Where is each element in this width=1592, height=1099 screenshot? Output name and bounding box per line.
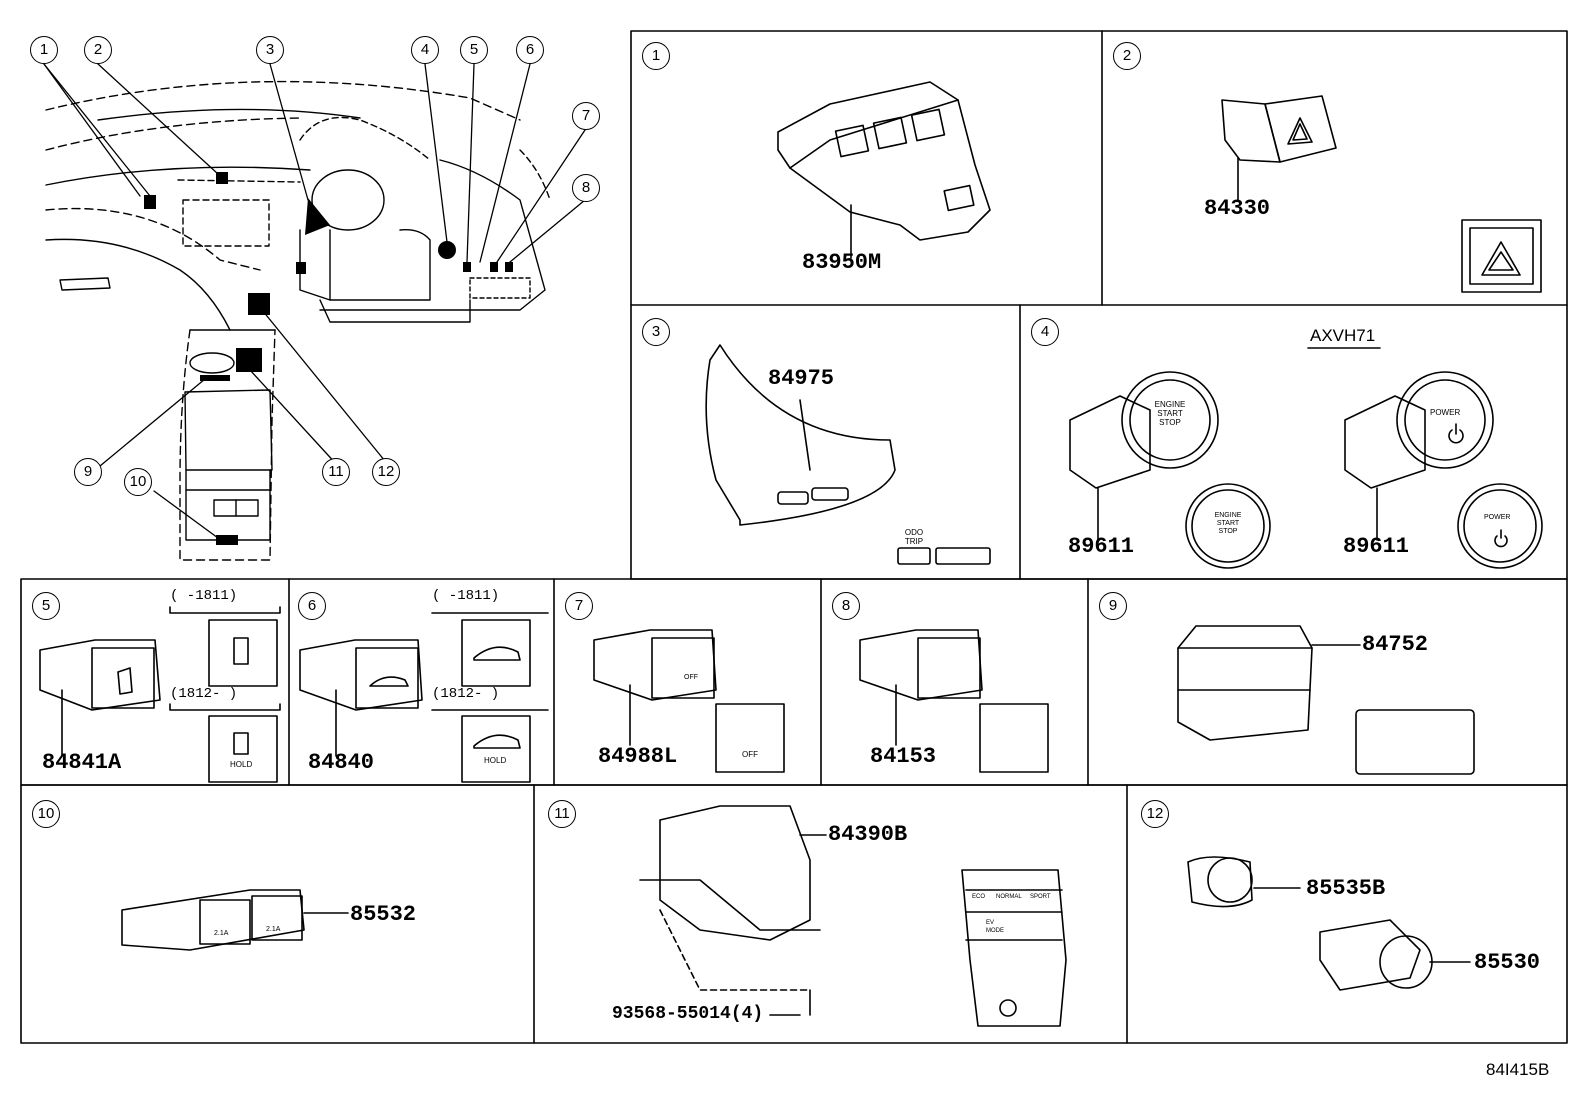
start-label: START — [1157, 409, 1183, 418]
panel-grid — [20, 30, 1568, 1044]
part-number-85532[interactable]: 85532 — [350, 902, 417, 927]
hazard-switch-art — [1221, 95, 1542, 293]
hold-label: HOLD — [230, 760, 253, 769]
part-number-85535b[interactable]: 85535B — [1306, 876, 1386, 901]
amp-label-1: 2.1A — [214, 930, 229, 937]
range-before: ( -1811) — [170, 588, 238, 604]
panel-number: 3 — [642, 318, 670, 346]
part-number-84330[interactable]: 84330 — [1204, 196, 1271, 221]
part-number-84752[interactable]: 84752 — [1362, 632, 1429, 657]
fuel-switch-art — [39, 606, 281, 783]
bezel-84975-art — [705, 344, 991, 565]
part-number-89611-power[interactable]: 89611 — [1343, 534, 1410, 559]
trip-label: TRIP — [904, 537, 924, 546]
callout-11[interactable]: 11 — [322, 458, 350, 486]
overview-markers — [144, 172, 513, 545]
overview-leaders — [43, 63, 586, 539]
panel-number: 7 — [565, 592, 593, 620]
range-after: (1812- ) — [170, 686, 238, 702]
switch-housing-83950m-art — [777, 81, 991, 259]
eco-label: ECO — [972, 894, 986, 900]
callout-9[interactable]: 9 — [74, 458, 102, 486]
callout-3[interactable]: 3 — [256, 36, 284, 64]
engine-label: ENGINE — [1214, 512, 1242, 519]
dashboard-overview — [45, 80, 551, 561]
vsc-off-switch-art — [593, 629, 785, 773]
part-number-84975[interactable]: 84975 — [768, 366, 835, 391]
power-outlet-art — [1187, 856, 1471, 991]
part-number-84988l[interactable]: 84988L — [598, 744, 678, 769]
stop-label: STOP — [1159, 418, 1181, 427]
panel-number: 9 — [1099, 592, 1127, 620]
callout-8[interactable]: 8 — [572, 174, 600, 202]
range-after: (1812- ) — [432, 686, 500, 702]
usb-charger-art — [121, 889, 349, 951]
callout-1[interactable]: 1 — [30, 36, 58, 64]
start-button-89611-art — [1069, 347, 1543, 569]
model-code: AXVH71 — [1310, 326, 1376, 345]
part-number-84153[interactable]: 84153 — [870, 744, 937, 769]
range-before: ( -1811) — [432, 588, 500, 604]
odo-label: ODO — [904, 528, 924, 537]
diagram-code: 84I415B — [1486, 1060, 1550, 1079]
sport-label: SPORT — [1030, 894, 1051, 900]
start-label: START — [1216, 520, 1240, 527]
mode-label: MODE — [986, 928, 1004, 934]
panel-number: 1 — [642, 42, 670, 70]
seat-heater-switch-art — [1177, 625, 1475, 775]
stop-label: STOP — [1218, 528, 1238, 535]
off-label-button: OFF — [684, 674, 698, 681]
normal-label: NORMAL — [996, 894, 1022, 900]
off-label-face: OFF — [742, 750, 758, 759]
headlamp-leveling-switch-art — [859, 629, 1049, 773]
panel-number: 4 — [1031, 318, 1059, 346]
odo-trip-label: ODO TRIP — [898, 528, 930, 546]
ev-label: EV — [986, 920, 995, 926]
part-number-85530[interactable]: 85530 — [1474, 950, 1541, 975]
engine-label: ENGINE — [1154, 400, 1186, 409]
part-number-83950m[interactable]: 83950M — [802, 250, 882, 275]
panel-number: 11 — [548, 800, 576, 828]
callout-6[interactable]: 6 — [516, 36, 544, 64]
part-number-89611-engine[interactable]: 89611 — [1068, 534, 1135, 559]
part-number-84840[interactable]: 84840 — [308, 750, 375, 775]
panel-number: 5 — [32, 592, 60, 620]
callout-2[interactable]: 2 — [84, 36, 112, 64]
panel-number: 8 — [832, 592, 860, 620]
amp-label-2: 2.1A — [266, 926, 281, 933]
hold-label: HOLD — [484, 756, 507, 765]
panel-number: 10 — [32, 800, 60, 828]
power-face-label: POWER — [1484, 514, 1511, 521]
engine-start-stop-face: ENGINE START STOP — [1208, 512, 1248, 536]
callout-7[interactable]: 7 — [572, 102, 600, 130]
power-label: POWER — [1430, 408, 1461, 417]
panel-number: 12 — [1141, 800, 1169, 828]
callout-10[interactable]: 10 — [124, 468, 152, 496]
callout-4[interactable]: 4 — [411, 36, 439, 64]
console-switch-art — [639, 805, 1067, 1027]
callout-5[interactable]: 5 — [460, 36, 488, 64]
part-number-84390b[interactable]: 84390B — [828, 822, 908, 847]
part-number-93568-55014[interactable]: 93568-55014(4) — [612, 1004, 764, 1024]
engine-start-stop-label: ENGINE START STOP — [1150, 400, 1190, 427]
part-number-84841a[interactable]: 84841A — [42, 750, 122, 775]
trunk-switch-art — [299, 612, 549, 783]
panel-number: 6 — [298, 592, 326, 620]
callout-12[interactable]: 12 — [372, 458, 400, 486]
panel-number: 2 — [1113, 42, 1141, 70]
